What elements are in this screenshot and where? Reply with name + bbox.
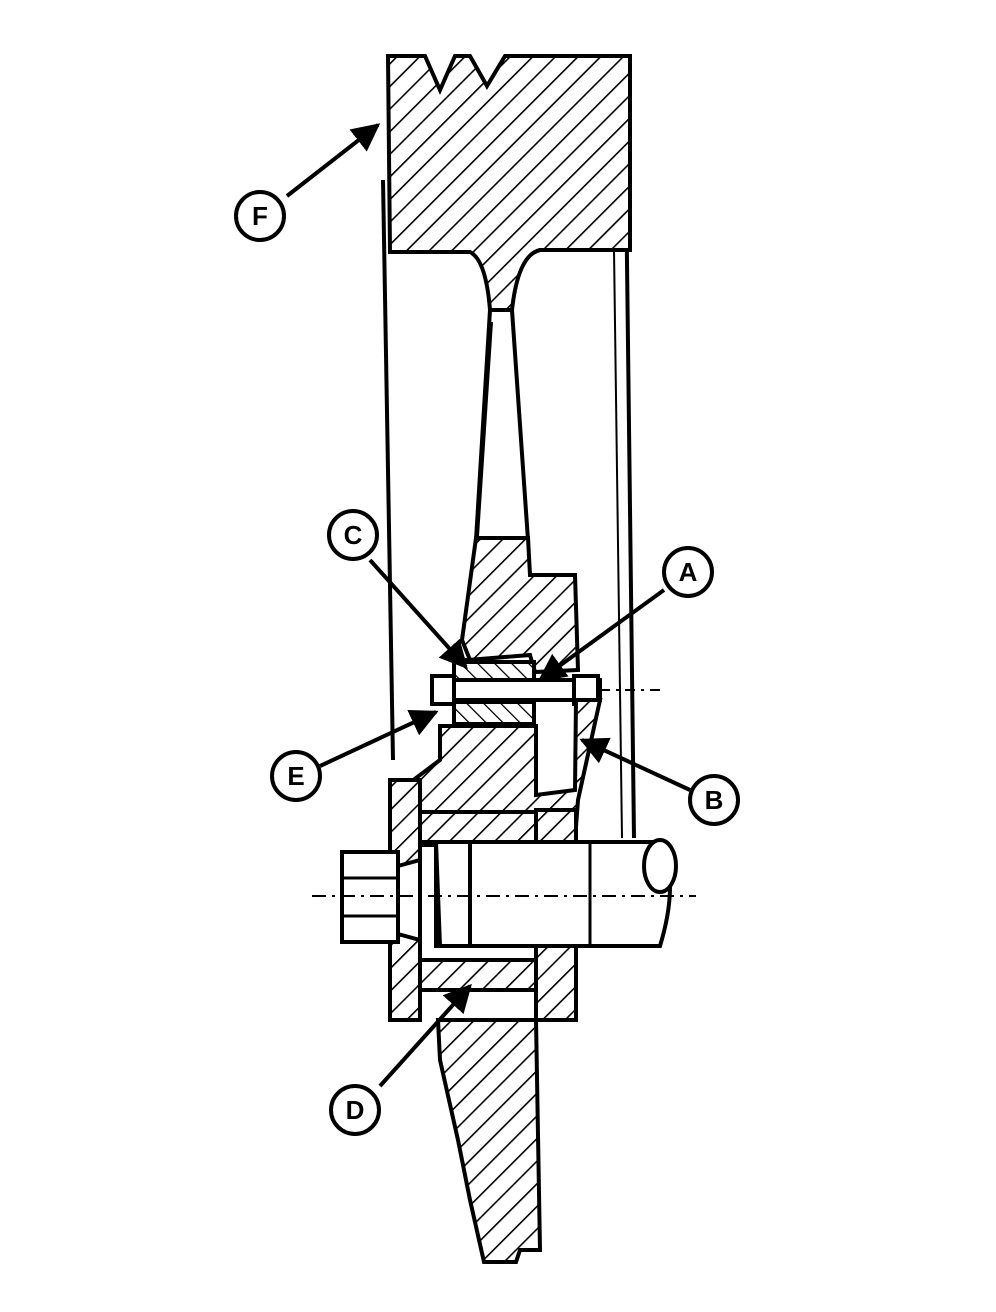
- callout-C: C: [327, 509, 379, 561]
- callout-F: F: [234, 190, 286, 242]
- side-guard-lines: [381, 179, 636, 839]
- lower-arm: [435, 1018, 543, 1264]
- callout-E-label: E: [287, 761, 304, 791]
- callout-B-label: B: [705, 785, 724, 815]
- callout-A: A: [662, 546, 714, 598]
- shaft: [433, 838, 678, 948]
- callout-C-label: C: [344, 520, 363, 550]
- bolt-assembly: [430, 660, 660, 726]
- callout-D: D: [329, 1084, 381, 1136]
- callout-E: E: [270, 750, 322, 802]
- callout-D-label: D: [346, 1095, 365, 1125]
- shaft-nut: [312, 850, 696, 944]
- leader-lines: [285, 123, 691, 1088]
- hub-upper-block: [452, 536, 581, 675]
- callout-A-label: A: [679, 557, 698, 587]
- pulley-rim: [385, 54, 632, 312]
- callout-B: B: [688, 774, 740, 826]
- callout-F-label: F: [252, 201, 268, 231]
- pulley-web: [473, 308, 531, 542]
